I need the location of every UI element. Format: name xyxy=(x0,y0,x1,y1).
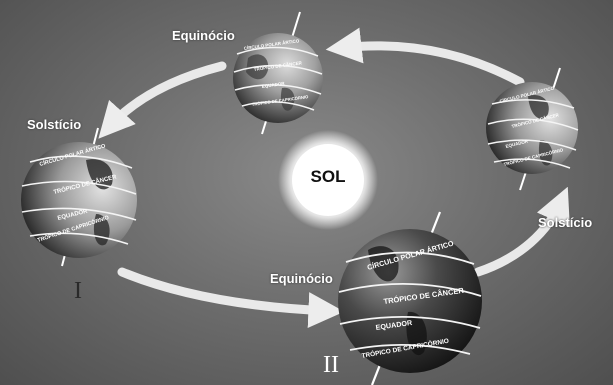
numeral-left: I xyxy=(74,278,82,304)
globe-right-line-3: EQUADOR xyxy=(505,138,529,149)
orbit-arrow-right-to-top xyxy=(325,27,525,87)
globe-right xyxy=(486,67,579,191)
label-bottom-equinox: Equinócio xyxy=(270,271,333,286)
label-top-equinox: Equinócio xyxy=(172,28,235,43)
globe-left xyxy=(21,127,137,267)
globe-top xyxy=(233,11,323,135)
orbit-arrow-top-to-left xyxy=(98,61,227,139)
globe-bottom xyxy=(338,211,482,385)
label-left-solstice: Solstício xyxy=(27,117,82,132)
sun-label: SOL xyxy=(310,167,346,186)
globe-top-line-3: EQUADOR xyxy=(261,81,285,89)
numeral-bottom: II xyxy=(323,352,339,378)
label-right-solstice: Solstício xyxy=(538,215,593,230)
orbit-arrow-left-to-bottom xyxy=(117,267,345,329)
orbit-arrow-bottom-to-right xyxy=(473,186,570,277)
sun-disk xyxy=(292,144,364,216)
